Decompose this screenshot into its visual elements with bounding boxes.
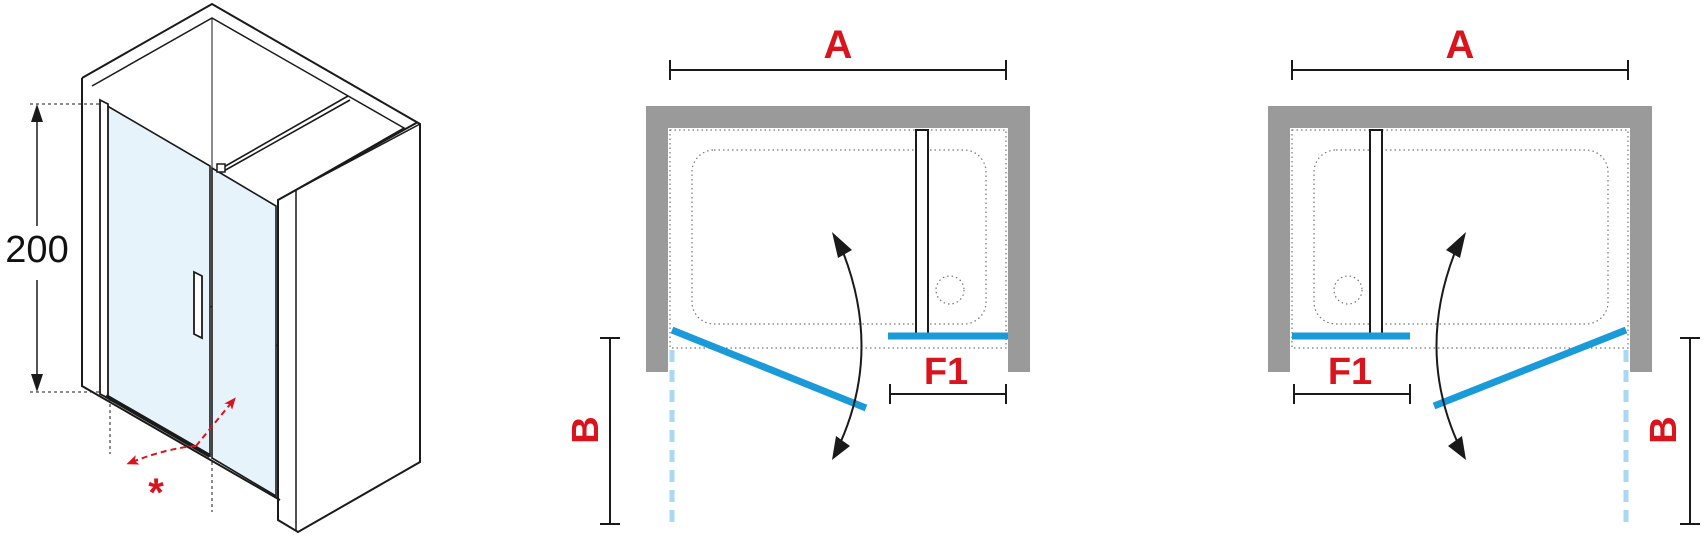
tub-inner-dotted bbox=[691, 149, 987, 325]
left-wall-edge bbox=[81, 78, 281, 501]
door-handle bbox=[193, 270, 203, 340]
plan-view-left: A F1 B bbox=[565, 23, 1030, 528]
tub-drain-dotted bbox=[935, 275, 965, 305]
tub-outer-dotted bbox=[669, 129, 1007, 349]
stabilizer-bar-section bbox=[1369, 129, 1383, 335]
dimension-b-line bbox=[1680, 337, 1700, 525]
label-f1: F1 bbox=[1328, 351, 1372, 393]
wall-profile bbox=[99, 98, 109, 400]
height-arrow-top bbox=[31, 104, 43, 122]
dimension-f1-line bbox=[889, 384, 1007, 404]
stabilizer-bar bbox=[221, 95, 351, 173]
dimension-b-line bbox=[600, 337, 620, 525]
swing-arrow-bottom bbox=[1448, 436, 1466, 460]
stabilizer-bar-section bbox=[915, 129, 929, 335]
height-label: 200 bbox=[5, 229, 68, 271]
door-panel-line bbox=[670, 326, 868, 412]
fixed-glass-panel bbox=[211, 166, 277, 498]
label-b: B bbox=[1643, 416, 1685, 443]
door-swing-arc bbox=[1435, 239, 1463, 453]
stabilizer-clamp bbox=[216, 163, 226, 173]
isometric-shower-view: 200 * bbox=[5, 2, 421, 534]
swing-arrow-bottom bbox=[832, 436, 850, 460]
dimension-a-line bbox=[1291, 60, 1629, 80]
dimension-f1-line bbox=[1293, 384, 1411, 404]
label-b: B bbox=[565, 416, 607, 443]
asterisk-mark: * bbox=[148, 471, 164, 515]
right-wall-inner bbox=[277, 123, 421, 530]
height-arrow-bottom bbox=[31, 374, 43, 392]
swing-arrow-top bbox=[832, 232, 852, 258]
opening-arc bbox=[126, 445, 197, 465]
label-f1: F1 bbox=[924, 351, 968, 393]
door-swing-arc bbox=[835, 239, 863, 453]
door-panel-line bbox=[1432, 326, 1628, 410]
label-a: A bbox=[1446, 23, 1475, 67]
label-a: A bbox=[824, 23, 853, 67]
swing-arrow-top bbox=[1446, 232, 1466, 258]
tub-outer-dotted bbox=[1291, 129, 1629, 349]
back-wall-top bbox=[91, 17, 406, 201]
plan-view-right: A F1 B bbox=[1268, 23, 1700, 528]
dimension-a-line bbox=[669, 60, 1007, 80]
tub-drain-dotted bbox=[1333, 275, 1363, 305]
